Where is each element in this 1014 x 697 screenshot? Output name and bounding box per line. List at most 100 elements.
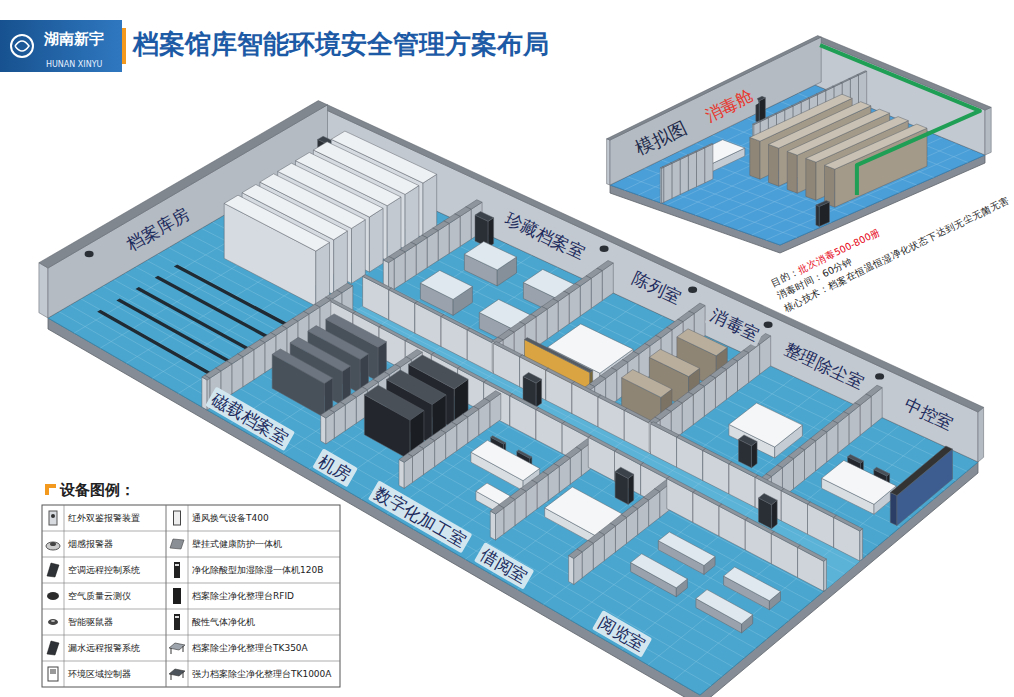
room-label: 数字化加工室	[368, 480, 473, 553]
box-face	[569, 556, 574, 585]
room-label: 中控室	[898, 392, 959, 436]
box-top	[662, 163, 672, 167]
box-top	[641, 463, 670, 479]
box-top	[800, 98, 810, 102]
legend-table	[42, 484, 340, 687]
room-label: 磁载档案室	[205, 387, 295, 452]
box-top	[420, 270, 472, 299]
partition-wall	[719, 504, 748, 550]
legend-icon	[174, 562, 180, 578]
box-top	[272, 349, 333, 384]
box-top	[399, 454, 413, 463]
box-top	[224, 195, 329, 251]
room-label: 消毒室	[704, 303, 765, 347]
legend-text: 档案除尘净化整理台RFID	[192, 591, 294, 602]
box-top	[783, 106, 793, 110]
box-top	[660, 167, 663, 168]
legend-rule	[42, 583, 340, 584]
icon-part	[173, 588, 181, 604]
box-top	[677, 329, 727, 356]
icon-part	[48, 619, 58, 625]
floor-tile-line	[465, 353, 742, 560]
legend-text: 通风换气设备T400	[192, 513, 269, 524]
partition-wall	[808, 502, 837, 548]
box-top	[816, 201, 830, 207]
box-top	[379, 325, 408, 341]
green-pipe	[820, 45, 980, 195]
box-top	[848, 455, 864, 464]
partition-wall	[415, 301, 444, 346]
box-top	[777, 456, 793, 468]
icon-part	[171, 674, 172, 680]
box-top	[679, 155, 689, 159]
box-top	[739, 435, 758, 446]
box-top	[849, 75, 859, 79]
box-top	[572, 382, 601, 397]
box-top	[677, 435, 706, 451]
reading-desk	[696, 590, 753, 633]
box-top	[745, 518, 774, 534]
box-top	[822, 421, 838, 432]
partition-wall	[693, 490, 722, 536]
legend-icon	[173, 588, 181, 604]
box-top	[383, 257, 394, 263]
legend-rule	[42, 557, 340, 558]
partition-wall	[510, 394, 539, 440]
inset-label: 模拟图	[629, 114, 693, 162]
box-face	[772, 500, 778, 529]
box-face	[680, 156, 688, 195]
icon-part	[47, 641, 59, 655]
box-face	[978, 407, 984, 462]
partition-wall	[493, 342, 522, 387]
floor-tile-line	[648, 438, 926, 665]
box-top	[520, 355, 549, 370]
box-top	[810, 430, 826, 442]
box-face	[490, 511, 495, 540]
box-face	[662, 167, 663, 203]
box-top	[759, 117, 769, 121]
purifier	[615, 467, 634, 504]
wall-outlet	[688, 287, 697, 293]
box-top	[493, 342, 522, 357]
box-face	[824, 559, 827, 591]
box-face	[769, 144, 779, 186]
legend-text: 空气质量云测仪	[68, 591, 131, 602]
legend-heading-mark	[45, 484, 56, 495]
legend-border	[42, 505, 340, 687]
floor-strip	[97, 310, 211, 375]
box-top	[855, 394, 871, 405]
box-face	[662, 167, 664, 203]
box-top	[755, 475, 784, 491]
box-top	[695, 147, 705, 151]
floor-tile-line	[309, 280, 585, 469]
floor-tile-line	[439, 340, 715, 544]
box-top	[759, 494, 778, 505]
partition-wall	[798, 545, 827, 591]
box-top	[766, 465, 782, 477]
box-face	[705, 144, 713, 183]
room-label: 机房	[312, 448, 358, 487]
logo-panel	[0, 20, 122, 72]
floor-tile-line	[627, 177, 797, 238]
box-top	[491, 436, 506, 444]
legend-rule	[42, 635, 340, 636]
legend-text: 环境区域控制器	[68, 669, 131, 680]
box-top	[753, 121, 761, 124]
legend-icon	[47, 563, 59, 577]
icon-part	[47, 592, 59, 600]
box-top	[841, 79, 851, 83]
partition-wall	[399, 454, 413, 489]
icon-part	[174, 562, 180, 578]
legend-heading-mark	[49, 488, 56, 495]
partition-wall	[321, 409, 335, 444]
icon-part	[175, 616, 179, 618]
legend-icon	[47, 592, 59, 600]
box-top	[890, 446, 952, 496]
box-top	[510, 394, 539, 410]
legend-text: 智能驱鼠器	[68, 617, 113, 628]
box-top	[631, 554, 688, 588]
partition-wall	[781, 489, 810, 535]
box-top	[816, 90, 826, 95]
logo-emblem	[15, 41, 29, 51]
box-top	[658, 532, 715, 566]
